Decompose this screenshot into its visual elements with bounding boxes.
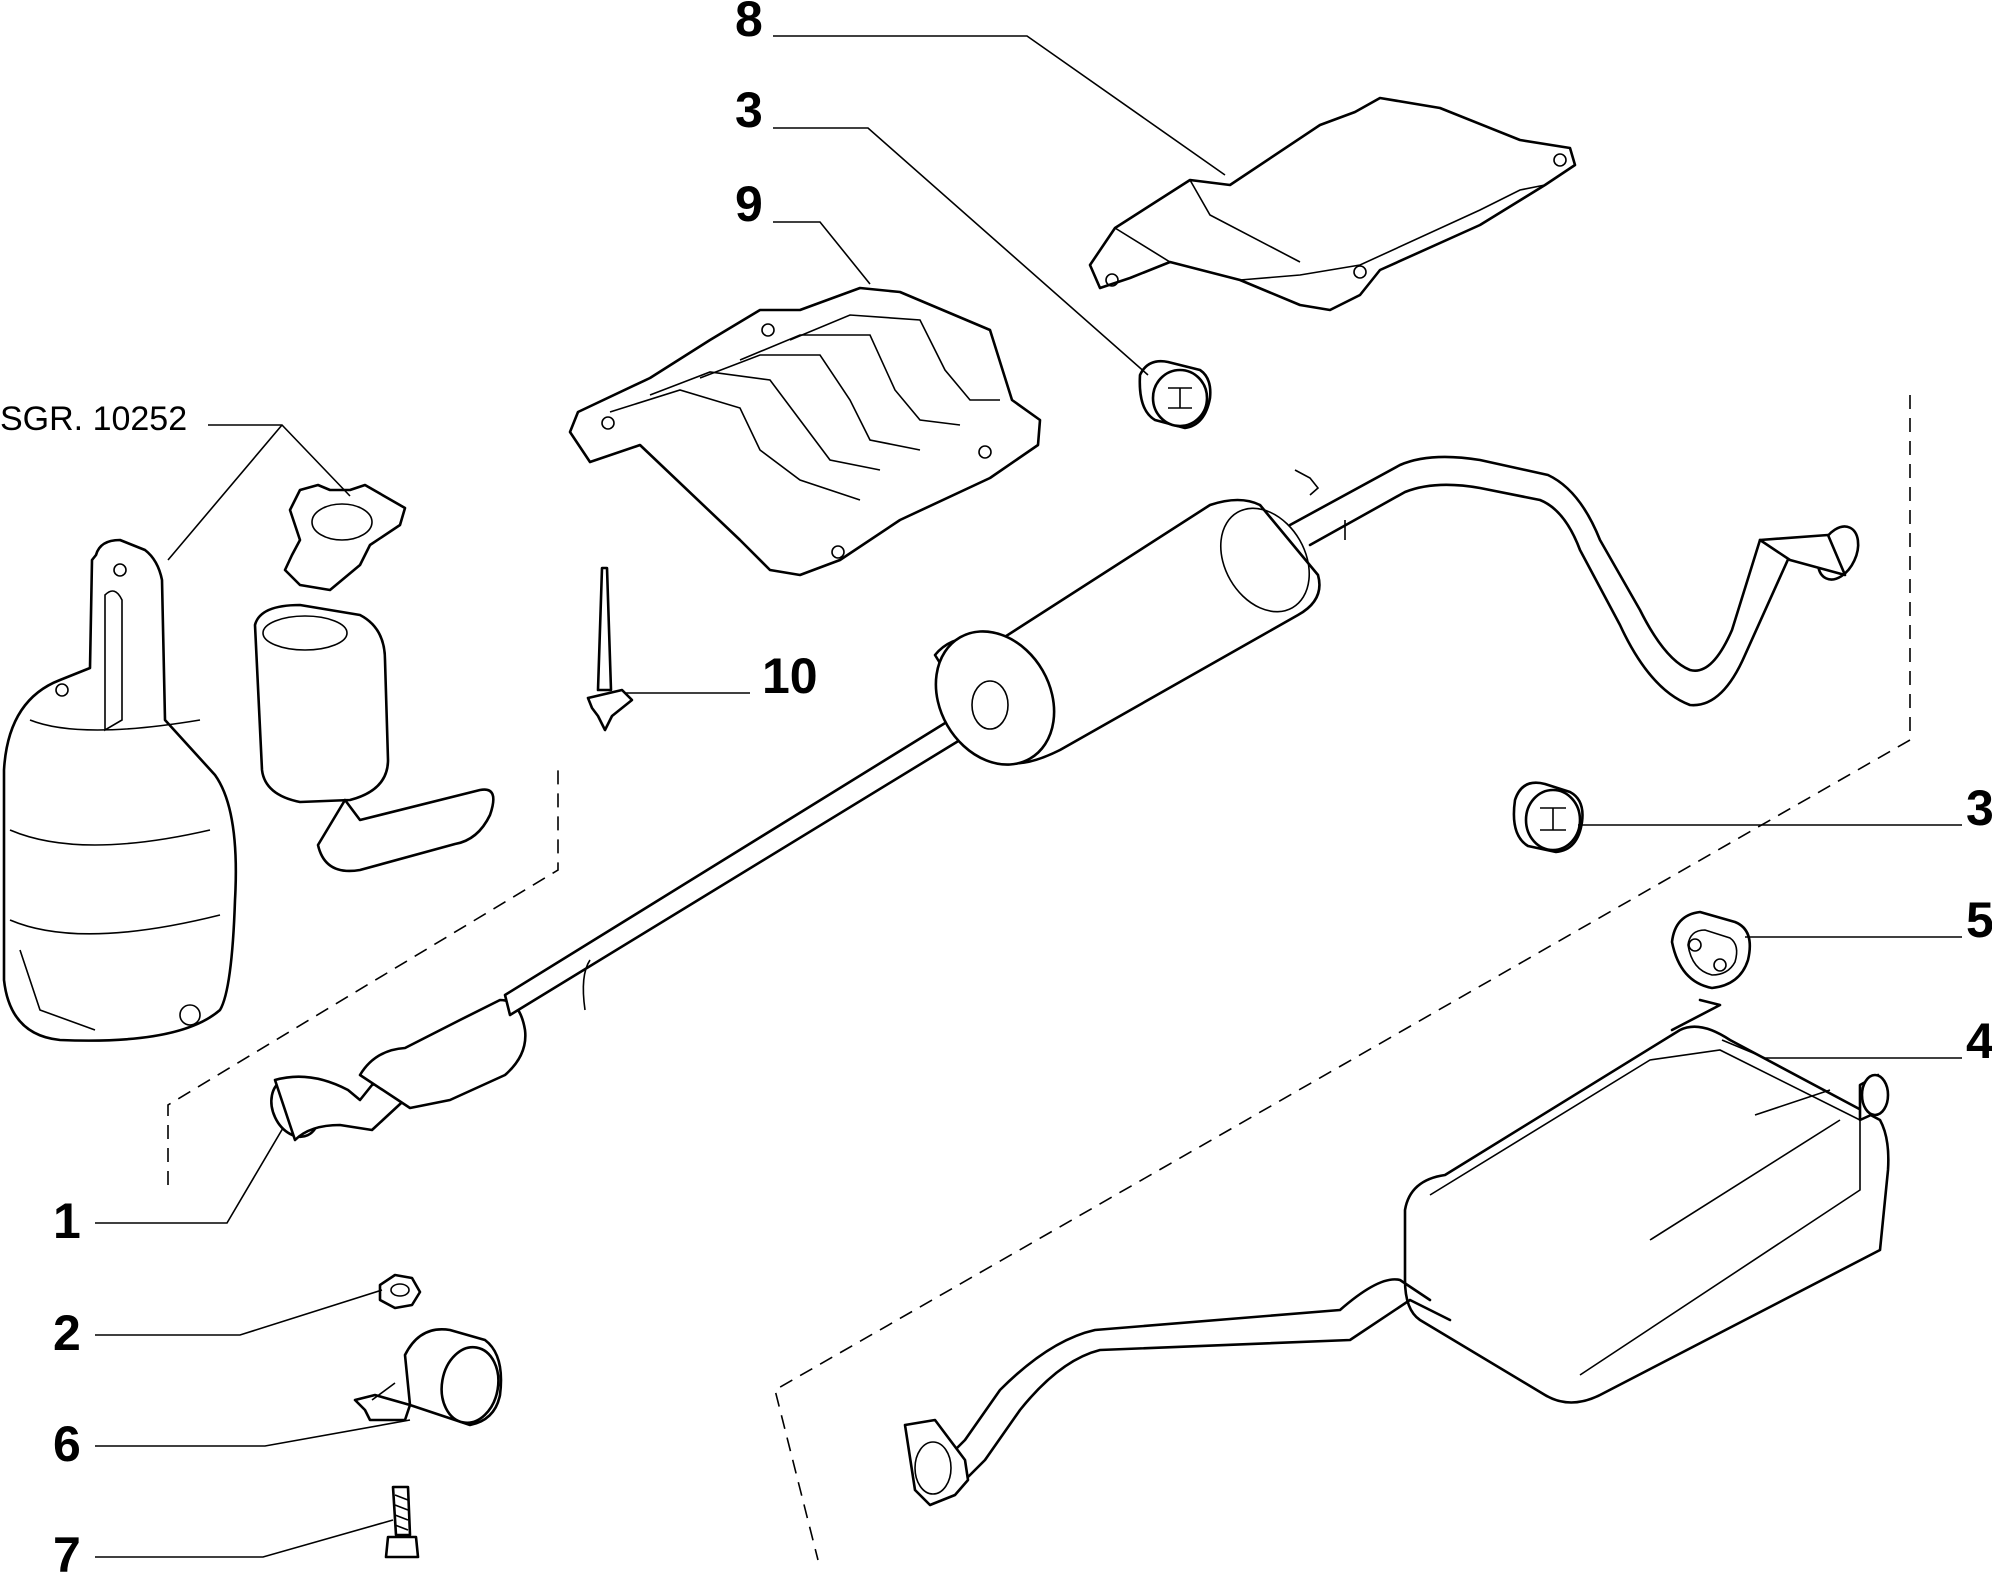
catalytic-converter — [253, 483, 495, 873]
nut — [378, 1273, 422, 1310]
assembly-boundary-lines — [167, 395, 1911, 1561]
callout-4: 4 — [1966, 1013, 1992, 1069]
rear-silencer — [903, 998, 1890, 1507]
front-pipe-and-central-silencer — [270, 455, 1860, 1142]
callout-3-upper: 3 — [735, 82, 763, 138]
clamp — [353, 1327, 503, 1427]
callout-3-lower: 3 — [1966, 780, 1992, 836]
callout-8: 8 — [735, 0, 763, 47]
rivet-pin — [586, 566, 634, 732]
group-reference-label: SGR. 10252 — [0, 400, 187, 438]
catalytic-converter-with-shield — [2, 538, 238, 1042]
leader-lines — [95, 35, 1962, 1558]
callout-7: 7 — [53, 1527, 81, 1583]
callout-2: 2 — [53, 1305, 81, 1361]
front-heat-shield — [568, 286, 1042, 577]
callout-5: 5 — [1966, 892, 1992, 948]
rubber-bracket — [1670, 910, 1752, 990]
callout-6: 6 — [53, 1416, 81, 1472]
callout-9: 9 — [735, 176, 763, 232]
rear-heat-shield — [1088, 96, 1577, 312]
rubber-mount-upper — [1138, 360, 1212, 430]
callout-1: 1 — [53, 1193, 81, 1249]
rubber-mount-lower — [1512, 781, 1584, 854]
bolt — [384, 1485, 420, 1559]
callout-10: 10 — [762, 648, 818, 704]
